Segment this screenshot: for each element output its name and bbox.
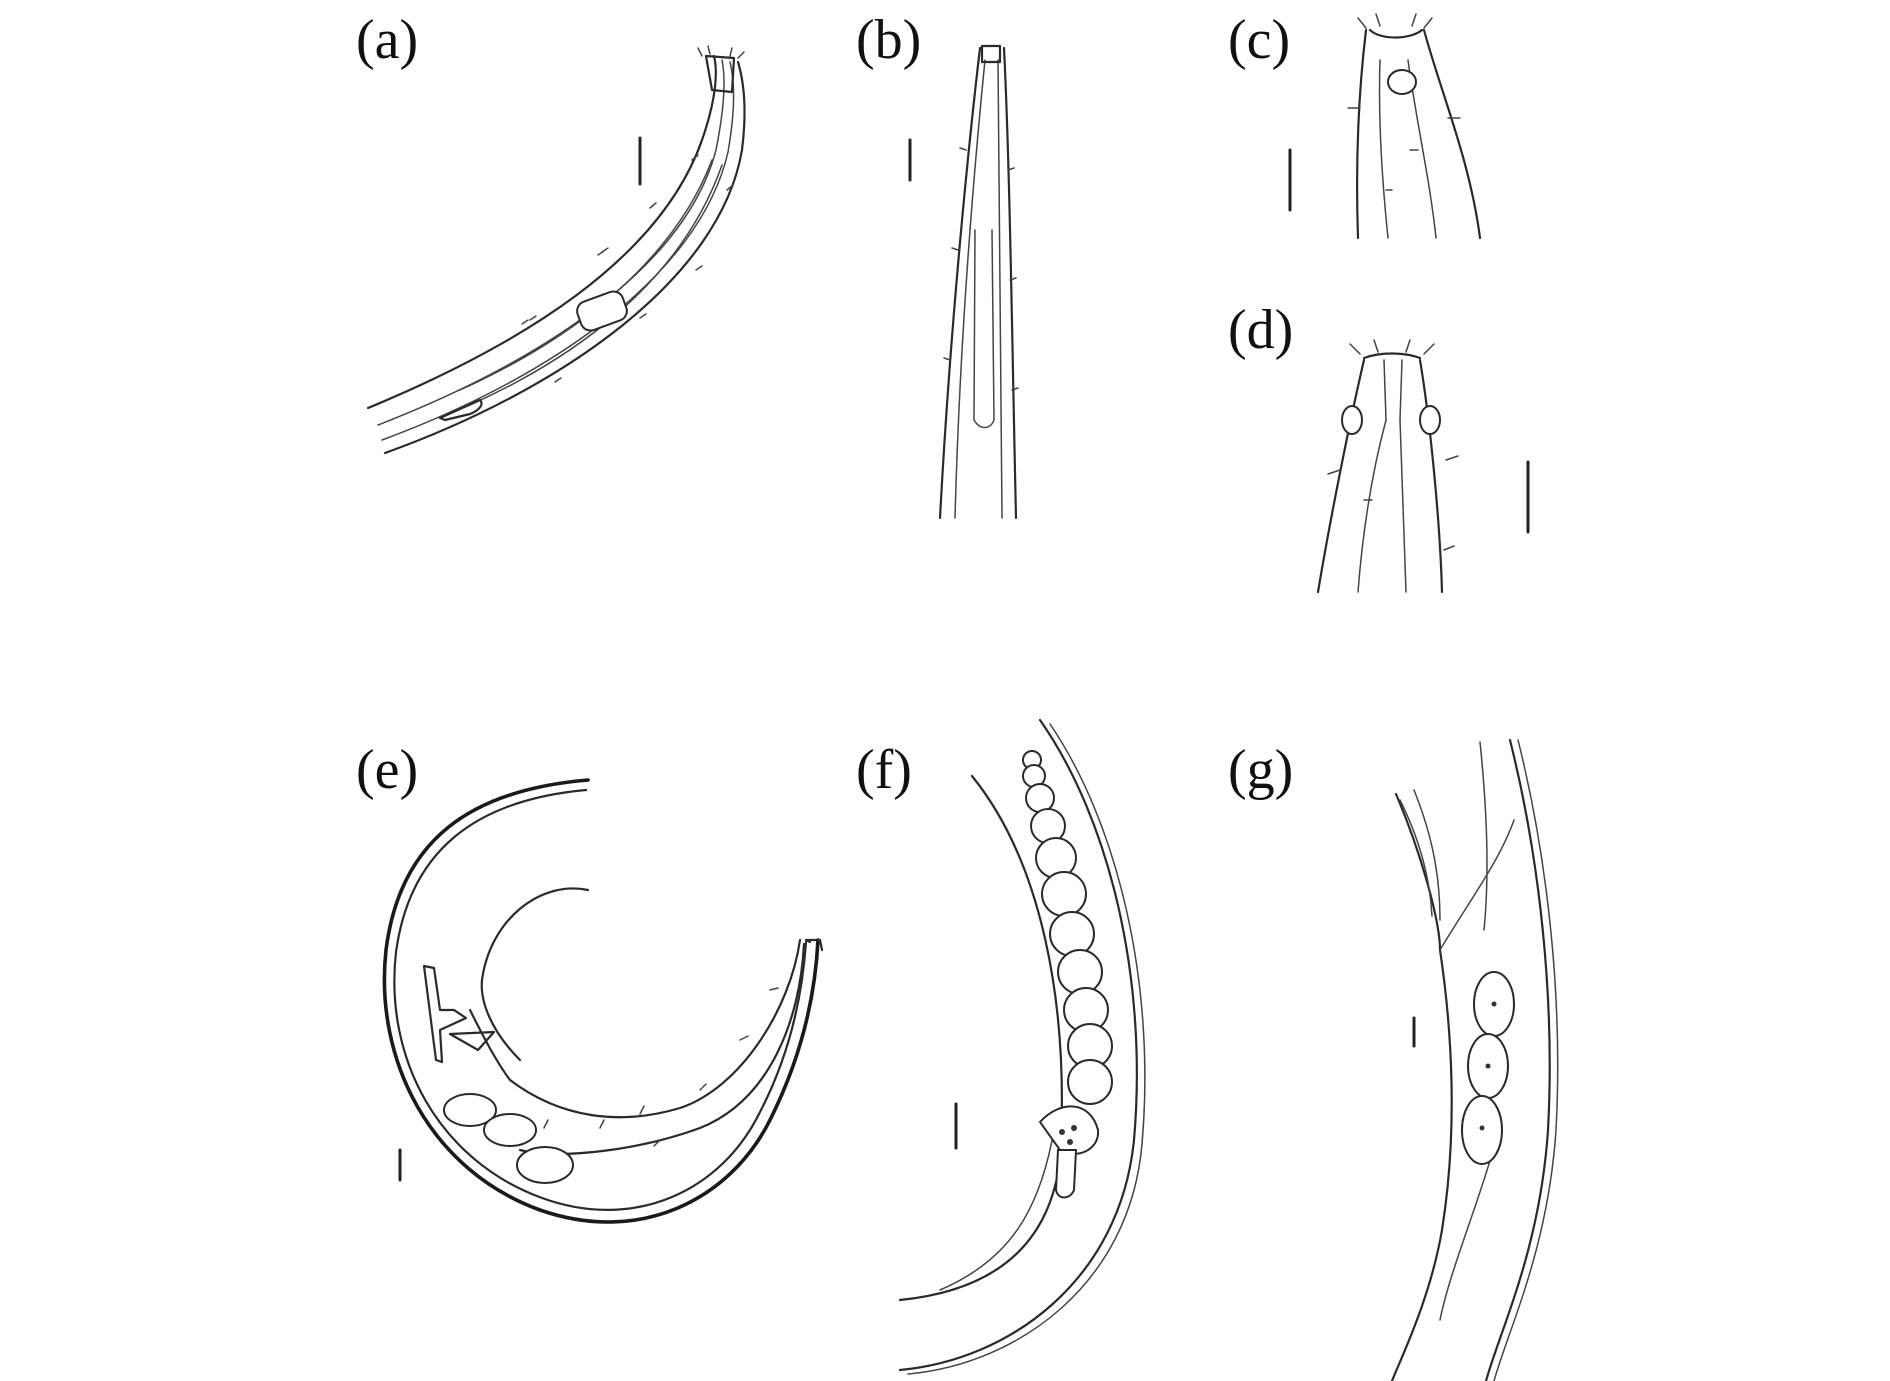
panel-label-c: (c) — [1228, 9, 1290, 71]
panel-f: (f) — [856, 718, 1146, 1375]
amphid — [1387, 69, 1417, 95]
panel-label-d: (d) — [1228, 299, 1293, 361]
panel-label-f: (f) — [856, 739, 912, 801]
nerve-ring — [576, 290, 628, 332]
worm-anterior-straight — [938, 44, 1019, 520]
panel-g: (g) — [1228, 738, 1559, 1381]
head-lateral-view — [1347, 13, 1482, 240]
panel-label-b: (b) — [856, 9, 921, 71]
gubernaculum — [448, 1030, 496, 1052]
panel-d: (d) — [1228, 299, 1530, 594]
panel-a: (a) — [356, 9, 746, 455]
female-posterior-body — [1390, 738, 1559, 1381]
ovary-chain — [1022, 750, 1113, 1105]
female-body-ovary — [898, 718, 1146, 1375]
male-coiled-body — [382, 778, 824, 1224]
panel-c: (c) — [1228, 9, 1482, 240]
panel-label-g: (g) — [1228, 739, 1293, 801]
head-ventral-view — [1316, 339, 1459, 594]
panel-e: (e) — [356, 739, 824, 1224]
panel-label-e: (e) — [356, 739, 418, 801]
panel-b: (b) — [856, 9, 1019, 520]
worm-anterior-curved — [366, 45, 746, 455]
panel-label-a: (a) — [356, 9, 418, 71]
vulva-region — [1038, 1105, 1100, 1155]
spicule — [422, 964, 468, 1064]
